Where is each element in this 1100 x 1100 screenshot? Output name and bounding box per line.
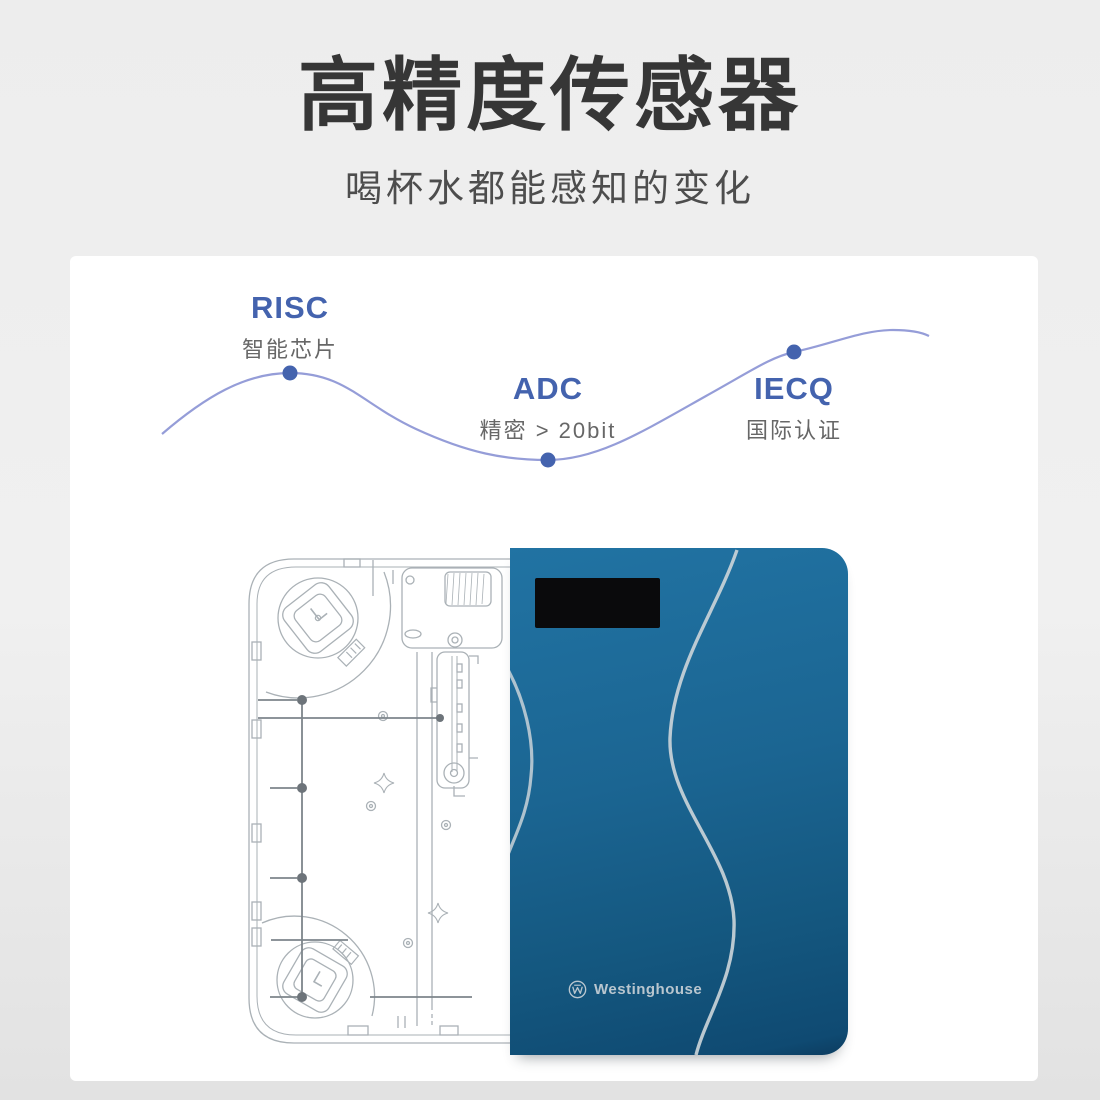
feature-risc-name: RISC bbox=[250, 290, 330, 325]
feature-risc: RISC 智能芯片 bbox=[242, 290, 338, 364]
brand-name: Westinghouse bbox=[594, 981, 703, 998]
wave-node-risc bbox=[282, 365, 298, 381]
westinghouse-logo-icon bbox=[568, 980, 587, 999]
feature-iecq: IECQ 国际认证 bbox=[746, 371, 842, 445]
page-title: 高精度传感器 bbox=[298, 51, 802, 140]
scale-photo: Westinghouse bbox=[510, 548, 848, 1055]
feature-adc-desc: 精密 > 20bit bbox=[479, 418, 617, 443]
wave-node-adc bbox=[540, 452, 556, 468]
feature-wave-curve bbox=[161, 328, 930, 468]
feature-adc-name: ADC bbox=[512, 371, 584, 406]
page-subtitle: 喝杯水都能感知的变化 bbox=[345, 168, 755, 209]
content-card: RISC 智能芯片 ADC 精密 > 20bit IECQ 国际认证 bbox=[70, 256, 1038, 1081]
scale-product-visual: Westinghouse bbox=[248, 548, 848, 1055]
header: 高精度传感器 喝杯水都能感知的变化 bbox=[0, 48, 1100, 212]
feature-iecq-desc: 国际认证 bbox=[745, 418, 843, 443]
feature-risc-desc: 智能芯片 bbox=[241, 337, 339, 362]
scale-lcd-display bbox=[535, 578, 660, 628]
scale-glass-curve-lines bbox=[510, 549, 739, 1055]
feature-adc: ADC 精密 > 20bit bbox=[480, 371, 617, 445]
scale-internal-schematic bbox=[248, 558, 510, 1044]
wave-node-iecq bbox=[786, 344, 802, 360]
feature-iecq-name: IECQ bbox=[754, 371, 834, 406]
brand-logo: Westinghouse bbox=[568, 980, 702, 999]
